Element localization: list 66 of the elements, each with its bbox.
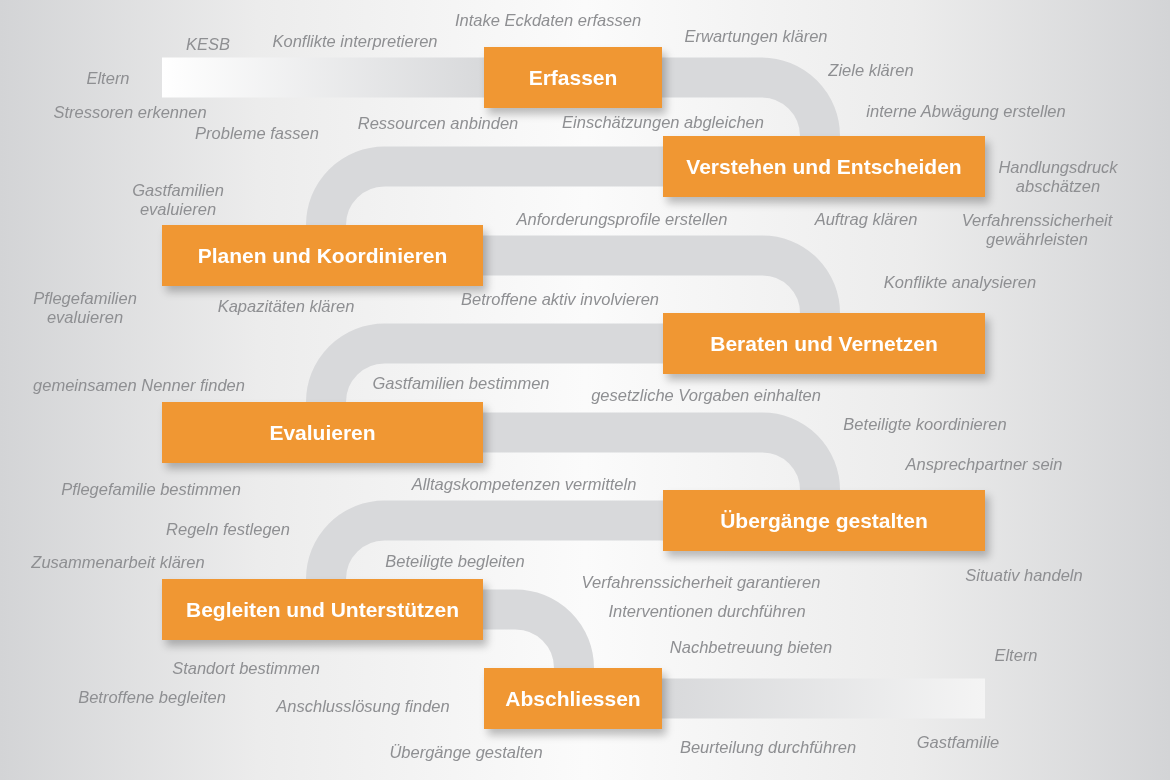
activity-text: Stressoren erkennen (53, 102, 207, 122)
activity-text: Regeln festlegen (166, 519, 290, 539)
activity-text: Zusammenarbeit klären (31, 552, 205, 572)
process-box (162, 579, 483, 640)
activity-text: Eltern (994, 645, 1038, 665)
process-box (663, 313, 985, 374)
activity-text: Betroffene aktiv involvieren (460, 289, 660, 309)
activity-text: Gastfamilie (916, 732, 1000, 752)
process-label: Evaluieren (269, 420, 376, 445)
activity-text: Pflegefamilien evaluieren (32, 289, 138, 327)
activity-text: Interventionen durchführen (608, 601, 806, 621)
activity-text: Ansprechpartner sein (905, 454, 1063, 474)
activity-text: Erwartungen klären (684, 26, 828, 46)
activity-text: Probleme fassen (195, 123, 319, 143)
process-box (484, 668, 662, 729)
activity-text: Anschlusslösung finden (276, 696, 450, 716)
activity-text: interne Abwägung erstellen (866, 101, 1066, 121)
activity-text: Nachbetreuung bieten (669, 637, 833, 657)
connector-band (306, 500, 663, 581)
activity-text: Ziele klären (828, 60, 914, 80)
activity-text: Ressourcen anbinden (357, 113, 519, 133)
process-box (484, 47, 662, 108)
activity-text: Gastfamilien evaluieren (131, 181, 225, 219)
connector-band (162, 57, 484, 98)
activity-text: Konflikte interpretieren (272, 31, 438, 51)
activity-text: Konflikte analysieren (883, 272, 1037, 292)
connector-band (306, 146, 663, 227)
activity-text: Kapazitäten klären (217, 296, 355, 316)
activity-text: gemeinsamen Nenner finden (33, 375, 245, 395)
activity-text: Verfahrenssicherheit garantieren (581, 572, 821, 592)
activity-text: Alltagskompetenzen vermitteln (411, 474, 637, 494)
activity-text: Übergänge gestalten (389, 742, 543, 762)
connector-band (483, 589, 594, 670)
process-box (162, 402, 483, 463)
process-label: Beraten und Vernetzen (710, 331, 938, 356)
connector-band (483, 235, 840, 315)
activity-text: Gastfamilien bestimmen (372, 373, 550, 393)
activity-text: gesetzliche Vorgaben einhalten (591, 385, 821, 405)
process-label: Abschliessen (505, 686, 641, 711)
connector-band (662, 57, 840, 138)
activity-text: Eltern (86, 68, 130, 88)
activity-text: Standort bestimmen (172, 658, 320, 678)
activity-text: Beurteilung durchführen (679, 737, 857, 757)
activity-text: Handlungsdruck abschätzen (997, 158, 1119, 196)
process-label: Planen und Koordinieren (197, 243, 448, 268)
process-box (663, 490, 985, 551)
process-label: Übergänge gestalten (720, 508, 928, 533)
activity-text: Anforderungsprofile erstellen (516, 209, 728, 229)
process-box (162, 225, 483, 286)
activity-text: Pflegefamilie bestimmen (61, 479, 241, 499)
activity-text: Auftrag klären (814, 209, 918, 229)
process-box (663, 136, 985, 197)
process-label: Erfassen (528, 65, 618, 90)
process-label: Begleiten und Unterstützen (186, 597, 459, 622)
activity-text: Betroffene begleiten (78, 687, 226, 707)
connector-band (306, 323, 663, 404)
activity-text: Einschätzungen abgleichen (562, 112, 764, 132)
activity-text: Verfahrenssicherheit gewährleisten (960, 211, 1114, 249)
connector-band (662, 678, 985, 719)
activity-text: KESB (186, 34, 230, 54)
activity-text: Intake Eckdaten erfassen (454, 10, 642, 30)
activity-text: Beteiligte koordinieren (843, 414, 1007, 434)
activity-text: Beteiligte begleiten (385, 551, 525, 571)
activity-text: Situativ handeln (965, 565, 1083, 585)
process-label: Verstehen und Entscheiden (686, 154, 962, 179)
connector-band (483, 412, 840, 492)
